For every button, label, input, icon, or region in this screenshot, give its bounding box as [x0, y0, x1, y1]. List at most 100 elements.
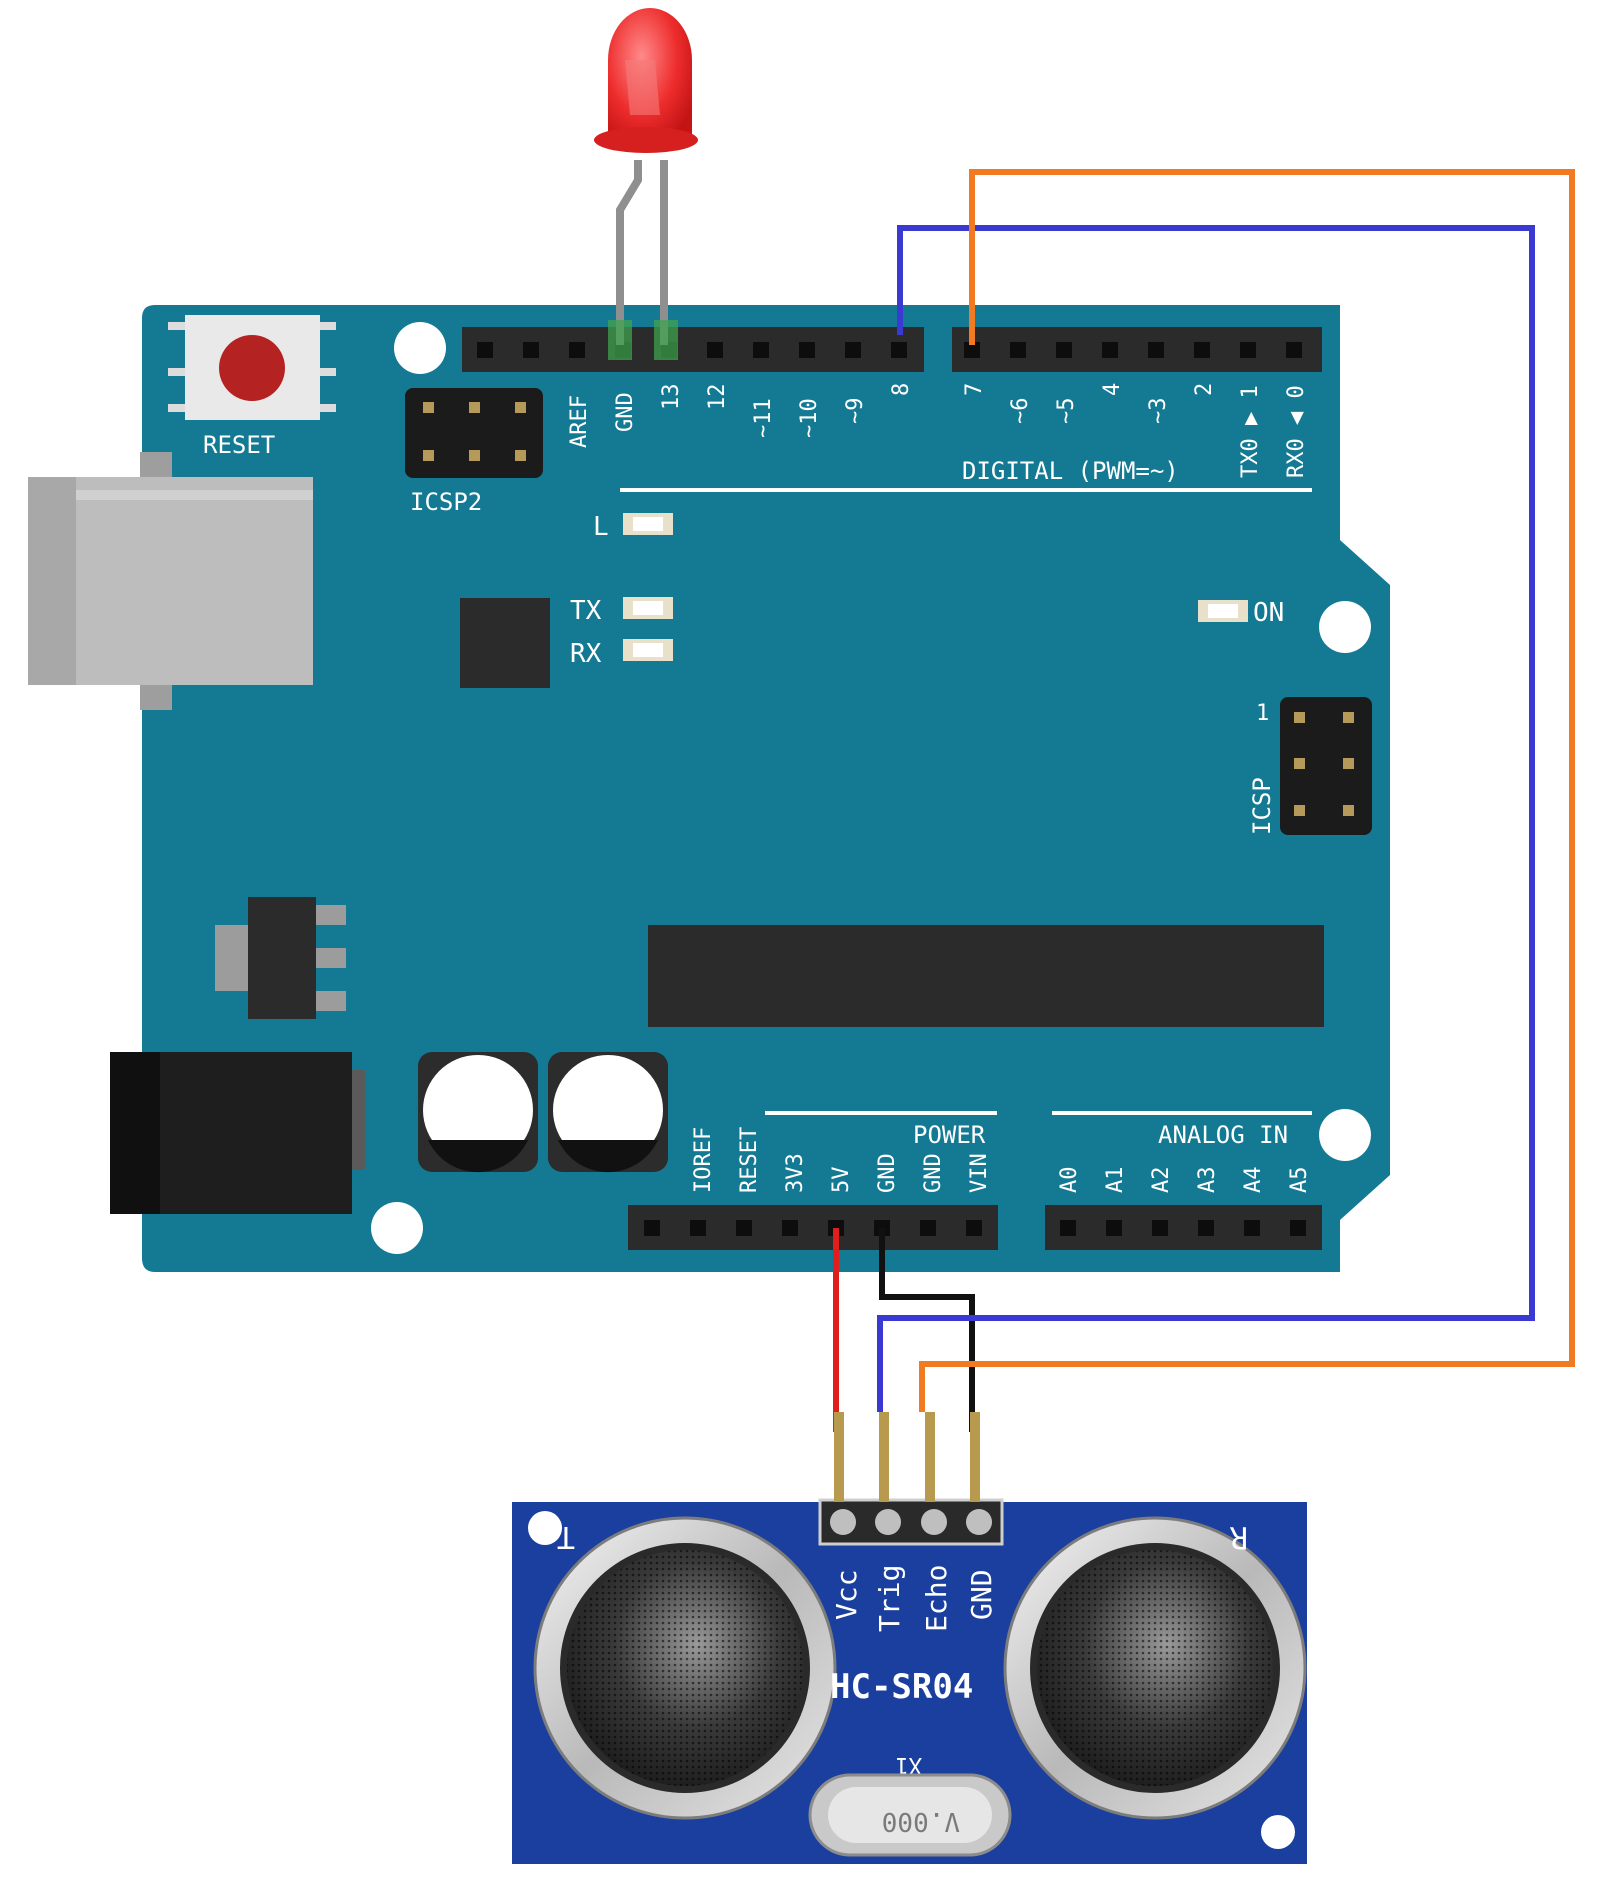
- sensor-pin-vcc[interactable]: [830, 1509, 856, 1535]
- ultrasonic-transmitter: [533, 1516, 837, 1820]
- pin-label-2: 2: [1192, 383, 1217, 396]
- pin-label-8: 8: [889, 383, 914, 396]
- sensor-pin-label-trig: Trig: [873, 1565, 906, 1632]
- mounting-hole: [394, 322, 446, 374]
- pin-label-a3: A3: [1195, 1167, 1220, 1194]
- capacitor: [418, 1052, 538, 1173]
- header-pin-hole[interactable]: [1060, 1220, 1076, 1236]
- analog-pin-holes: [1060, 1220, 1306, 1236]
- pin-label-13: 13: [659, 384, 684, 411]
- led-l-label: L: [593, 512, 609, 542]
- header-pin-hole[interactable]: [1240, 342, 1256, 358]
- header-pin-hole[interactable]: [644, 1220, 660, 1236]
- pin-label-12: 12: [705, 384, 730, 411]
- sensor-pin-trig[interactable]: [875, 1509, 901, 1535]
- sensor-mounting-hole: [1261, 1815, 1295, 1849]
- led-on-label: ON: [1253, 598, 1284, 628]
- pin-label-3: ~3: [1146, 398, 1171, 425]
- header-pin-hole[interactable]: [1286, 342, 1302, 358]
- indicator-led-rx: [623, 639, 673, 661]
- pin-label-3v3: 3V3: [783, 1153, 808, 1193]
- pin-label-a2: A2: [1149, 1167, 1174, 1194]
- mounting-hole: [1319, 1109, 1371, 1161]
- header-pin-hole[interactable]: [891, 342, 907, 358]
- power-header: [628, 1205, 998, 1250]
- sensor-pin-label-vcc: Vcc: [830, 1569, 863, 1620]
- icsp-pin1-label: 1: [1256, 701, 1269, 726]
- power-section-label: POWER: [913, 1121, 986, 1149]
- icsp2-label: ICSP2: [410, 488, 482, 516]
- pin-label-a5: A5: [1287, 1167, 1312, 1194]
- crystal-designator: X1: [896, 1752, 923, 1777]
- ultrasonic-receiver: [1003, 1516, 1307, 1820]
- header-pin-hole[interactable]: [707, 342, 723, 358]
- wire-pin7-to-echo: [919, 169, 1575, 1412]
- header-pin-hole[interactable]: [753, 342, 769, 358]
- header-pin-hole[interactable]: [1290, 1220, 1306, 1236]
- sensor-pin-label-gnd: GND: [965, 1569, 998, 1620]
- pin-label-6: ~6: [1008, 398, 1033, 425]
- indicator-led-on: [1198, 600, 1248, 622]
- mounting-hole: [1319, 601, 1371, 653]
- header-pin-hole[interactable]: [1102, 342, 1118, 358]
- header-pin-hole[interactable]: [523, 342, 539, 358]
- header-pin-hole[interactable]: [782, 1220, 798, 1236]
- led-lead-cathode: [616, 160, 642, 345]
- header-pin-hole[interactable]: [799, 342, 815, 358]
- mounting-hole: [371, 1202, 423, 1254]
- pin-label-a1: A1: [1103, 1167, 1128, 1194]
- reset-label: RESET: [203, 431, 275, 459]
- pin-label-0-rx: RX0 ◀ 0: [1284, 385, 1309, 478]
- pin-label-reset: RESET: [737, 1127, 762, 1193]
- pin-label-vin: VIN: [967, 1153, 992, 1193]
- header-pin-hole[interactable]: [1244, 1220, 1260, 1236]
- pin-label-gnd: GND: [613, 392, 638, 432]
- atmega-microcontroller: [648, 925, 1324, 1027]
- header-pin-hole[interactable]: [1152, 1220, 1168, 1236]
- header-pin-hole[interactable]: [690, 1220, 706, 1236]
- header-pin-hole[interactable]: [569, 342, 585, 358]
- pin-label-a0: A0: [1057, 1167, 1082, 1194]
- receiver-label: R: [1229, 1519, 1248, 1554]
- indicator-led-tx: [623, 597, 673, 619]
- crystal-oscillator: [808, 1773, 1012, 1857]
- header-pin-hole[interactable]: [845, 342, 861, 358]
- voltage-regulator: [215, 897, 346, 1019]
- crystal-label: V.000: [882, 1806, 960, 1836]
- header-pin-hole[interactable]: [736, 1220, 752, 1236]
- sensor-mounting-hole: [528, 1511, 562, 1545]
- pin-label-aref: AREF: [567, 395, 592, 448]
- pin-label-9: ~9: [843, 398, 868, 425]
- header-pin-hole[interactable]: [477, 342, 493, 358]
- arduino-board: RESET ICSP2: [28, 305, 1390, 1272]
- sensor-pin-echo[interactable]: [921, 1509, 947, 1535]
- analog-section-label: ANALOG IN: [1158, 1121, 1288, 1149]
- pin-label-gnd-1: GND: [875, 1153, 900, 1193]
- usb-connector: [28, 452, 313, 710]
- analog-header: [1045, 1205, 1322, 1250]
- header-pin-hole[interactable]: [966, 1220, 982, 1236]
- reset-button[interactable]: [168, 315, 336, 420]
- led-rx-label: RX: [570, 639, 602, 669]
- usb-chip: [460, 598, 550, 688]
- header-pin-hole[interactable]: [1010, 342, 1026, 358]
- pin-label-10: ~10: [797, 398, 822, 438]
- pin-label-11: ~11: [751, 398, 776, 438]
- pin-label-4: 4: [1100, 383, 1125, 396]
- header-pin-hole[interactable]: [1148, 342, 1164, 358]
- pin-label-1-tx: TX0 ▶ 1: [1238, 385, 1263, 478]
- board-pcb: [142, 305, 1390, 1272]
- header-pin-hole[interactable]: [1194, 342, 1210, 358]
- sensor-pin-legs: [834, 1412, 980, 1502]
- digital-header-right: [952, 327, 1322, 372]
- sensor-pin-gnd[interactable]: [966, 1509, 992, 1535]
- sensor-pin-label-echo: Echo: [920, 1565, 953, 1632]
- header-pin-hole[interactable]: [1056, 342, 1072, 358]
- red-led: [594, 8, 698, 360]
- header-pin-hole[interactable]: [964, 342, 980, 358]
- sensor-model-label: HC-SR04: [830, 1667, 973, 1707]
- header-pin-hole[interactable]: [1198, 1220, 1214, 1236]
- pin-label-a4: A4: [1241, 1167, 1266, 1194]
- header-pin-hole[interactable]: [920, 1220, 936, 1236]
- header-pin-hole[interactable]: [1106, 1220, 1122, 1236]
